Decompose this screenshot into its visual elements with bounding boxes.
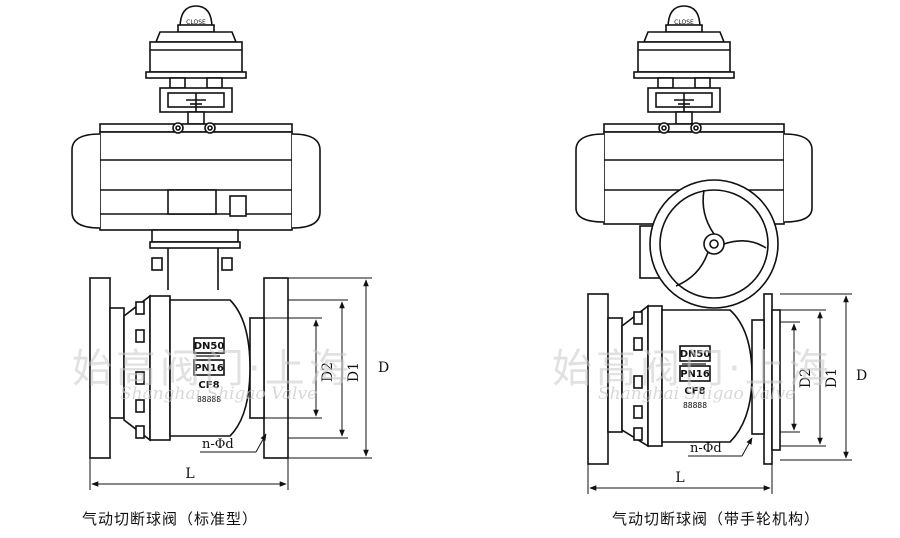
caption-standard: 气动切断球阀（标准型）	[82, 510, 259, 528]
material-label-right: CF8	[684, 386, 705, 397]
limit-switch-box	[633, 5, 735, 125]
watermark-chinese-right: 始高阀门·上海	[552, 346, 833, 392]
pneumatic-actuator	[71, 122, 321, 271]
dim-label-L-left: L	[185, 466, 194, 482]
dim-label-L-right: L	[675, 470, 684, 486]
dim-label-D1-right: D1	[824, 368, 840, 388]
dim-label-D1-left: D1	[346, 362, 362, 382]
switch-label-right: CLOSE	[674, 19, 694, 26]
switch-label-left: CLOSE	[186, 19, 206, 26]
nameplate-pn-left: PN16	[194, 363, 224, 374]
serial-label-left: 88888	[197, 395, 221, 404]
dim-label-D-left: D	[378, 360, 389, 376]
nameplate-dn-left: DN50	[194, 341, 225, 352]
watermark-chinese-left: 始高阀门·上海	[72, 346, 353, 392]
serial-label-right: 88888	[683, 401, 707, 410]
watermark-english-left: Shanghai Shigao Valve	[120, 384, 318, 404]
nameplate-pn-right: PN16	[680, 369, 710, 380]
nameplate-dn-right: DN50	[680, 349, 711, 360]
material-label-left: CF8	[198, 380, 219, 391]
valve-handwheel	[575, 5, 852, 494]
limit-switch-box	[145, 5, 247, 125]
dimensions-handwheel	[587, 293, 852, 494]
watermark-english-right: Shanghai Shigao Valve	[598, 384, 796, 404]
dim-label-D2-right: D2	[798, 368, 814, 388]
caption-handwheel: 气动切断球阀（带手轮机构）	[612, 510, 821, 528]
valve-body	[587, 293, 781, 465]
dim-label-bolts-left: n-Φd	[202, 437, 234, 452]
dimensions-standard	[89, 277, 372, 490]
handwheel	[649, 179, 779, 309]
valve-standard	[71, 5, 372, 490]
dim-label-bolts-right: n-Φd	[690, 441, 722, 456]
dim-label-D2-left: D2	[320, 362, 336, 382]
dim-label-D-right: D	[856, 368, 867, 384]
valve-body	[89, 248, 289, 459]
